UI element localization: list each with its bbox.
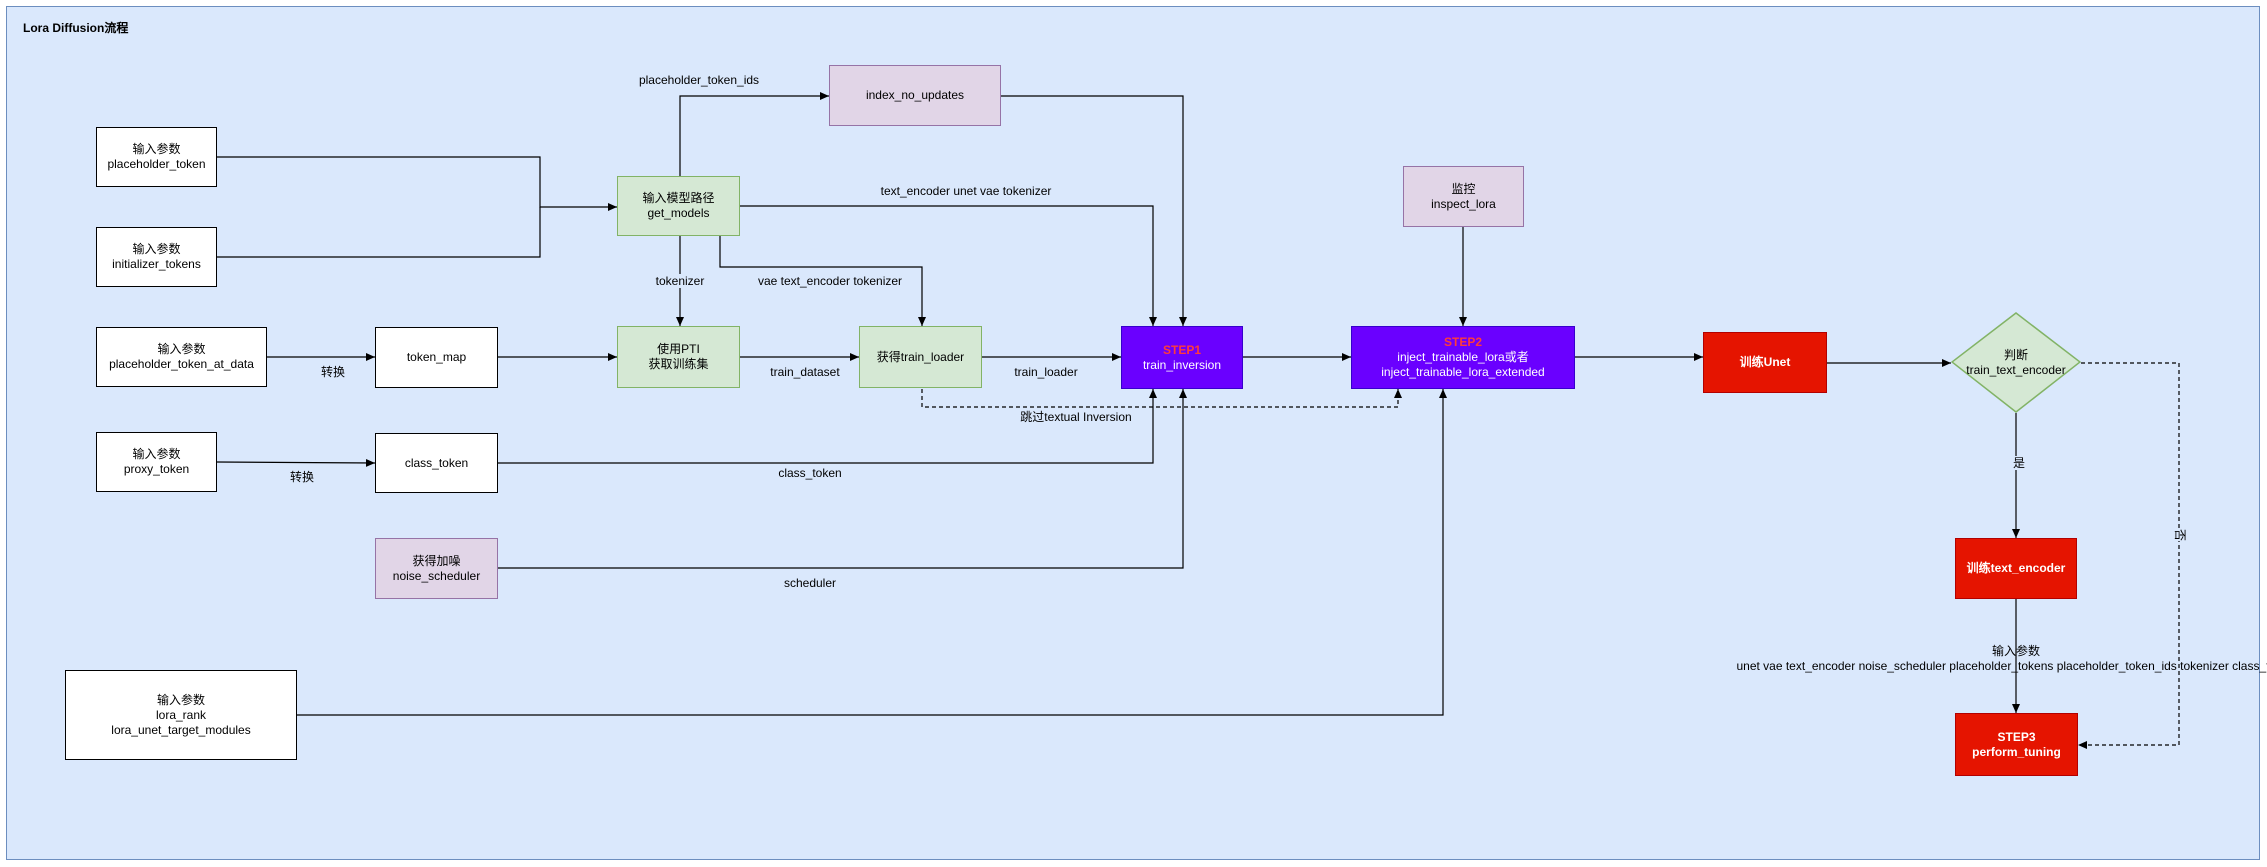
node-label: 输入参数 <box>132 142 181 156</box>
edge-label-skip-textual-inversion: 跳过textual Inversion <box>1020 410 1132 424</box>
node-label: lora_rank <box>155 707 207 722</box>
node-label: index_no_updates <box>865 88 965 102</box>
edge-get-models-to-index-no-updates <box>679 92 829 176</box>
edge-label-step3-inputs: unet vae text_encoder noise_scheduler pl… <box>1736 659 2267 673</box>
train-unet-node: 训练Unet <box>1703 332 1827 393</box>
edge-skip-textual-inversion <box>921 389 1402 408</box>
input-placeholder-token-node: 输入参数 placeholder_token <box>96 127 217 187</box>
edge-label-tokenizer: tokenizer <box>655 274 705 288</box>
class-token-node: class_token <box>375 433 498 493</box>
node-label: train_text_encoder <box>1966 362 2066 377</box>
edge-label-vae-text-encoder: vae text_encoder tokenizer <box>757 274 903 288</box>
edge-judge-no <box>2078 362 2180 749</box>
step2-inject-lora-node: STEP2 inject_trainable_lora或者 inject_tra… <box>1351 326 1575 389</box>
inspect-lora-node: 监控 inspect_lora <box>1403 166 1524 227</box>
edge-placeholder-token-to-get-models <box>217 156 617 211</box>
node-label: placeholder_token <box>107 157 206 171</box>
edge-label-step3-input-title: 输入参数 <box>1991 644 2041 658</box>
edge-initializer-tokens-to-get-models <box>217 207 541 258</box>
judge-decision-shape <box>1951 312 2081 413</box>
input-placeholder-token-at-data-node: 输入参数 placeholder_token_at_data <box>96 327 267 387</box>
edge-noise-scheduler-to-step1 <box>498 389 1187 569</box>
step1-train-inversion-node: STEP1 train_inversion <box>1121 326 1243 389</box>
node-label: inspect_lora <box>1431 196 1496 211</box>
node-label: 获得train_loader <box>876 349 965 364</box>
step-tag: STEP2 <box>1443 335 1482 349</box>
node-label: 输入参数 <box>132 447 181 461</box>
node-label: lora_unet_target_modules <box>111 722 251 737</box>
judge-decision-node: 判断 train_text_encoder <box>1951 312 2081 413</box>
node-label: token_map <box>406 350 467 364</box>
edge-lora-to-step2 <box>297 389 1447 716</box>
step-tag: STEP1 <box>1162 342 1201 357</box>
input-lora-node: 输入参数 lora_rank lora_unet_target_modules <box>65 670 297 760</box>
node-label: noise_scheduler <box>392 568 481 583</box>
node-label: 判断 <box>2003 347 2028 362</box>
edge-label-scheduler: scheduler <box>783 576 837 590</box>
edge-label-no: 否 <box>2173 528 2187 542</box>
step3-perform-tuning-node: STEP3 perform_tuning <box>1955 713 2078 776</box>
index-no-updates-node: index_no_updates <box>829 65 1001 126</box>
train-text-encoder-node: 训练text_encoder <box>1955 538 2077 599</box>
node-label: 获取训练集 <box>648 357 709 371</box>
node-label: inject_trainable_lora_extended <box>1381 365 1545 379</box>
edge-class-token-to-step1 <box>498 389 1157 464</box>
node-label: 输入参数 <box>156 692 205 707</box>
get-train-loader-node: 获得train_loader <box>859 326 982 388</box>
edge-label-train-loader: train_loader <box>1014 365 1078 379</box>
node-label: 输入模型路径 <box>642 191 715 205</box>
get-models-node: 输入模型路径 get_models <box>617 176 740 236</box>
node-label: 输入参数 <box>132 242 181 256</box>
edge-proxy-token-to-class-token <box>216 458 376 467</box>
edge-label-train-dataset: train_dataset <box>770 365 840 379</box>
edge-label-class-token: class_token <box>778 466 842 480</box>
node-label: 训练text_encoder <box>1966 561 2066 575</box>
node-label: STEP3 <box>1997 729 2036 744</box>
node-label: 输入参数 <box>157 342 206 356</box>
edge-label-convert-2: 转换 <box>289 470 315 484</box>
edge-get-models-to-step1 <box>740 205 1157 326</box>
noise-scheduler-node: 获得加噪 noise_scheduler <box>375 538 498 599</box>
node-label: train_inversion <box>1142 357 1222 372</box>
edge-index-no-updates-to-step1 <box>1001 95 1187 326</box>
node-label: 获得加噪 <box>412 553 461 568</box>
input-proxy-token-node: 输入参数 proxy_token <box>96 432 217 492</box>
node-label: inject_trainable_lora或者 <box>1397 350 1529 364</box>
diagram-title: Lora Diffusion流程 <box>23 21 129 35</box>
token-map-node: token_map <box>375 327 498 388</box>
node-label: 训练Unet <box>1739 355 1791 369</box>
edge-label-text-encoder-unet: text_encoder unet vae tokenizer <box>880 184 1052 198</box>
node-label: perform_tuning <box>1972 744 2061 759</box>
input-initializer-tokens-node: 输入参数 initializer_tokens <box>96 227 217 287</box>
edge-label-convert-1: 转换 <box>320 365 346 379</box>
node-label: get_models <box>647 206 710 220</box>
node-label: initializer_tokens <box>112 257 201 271</box>
node-label: 监控 <box>1451 181 1476 196</box>
node-label: class_token <box>404 455 469 470</box>
node-label: proxy_token <box>123 462 190 476</box>
edge-label-yes: 是 <box>2012 456 2026 470</box>
node-label: 使用PTI <box>657 342 700 356</box>
edge-get-models-to-train-loader <box>719 236 926 326</box>
edge-label-placeholder-token-ids: placeholder_token_ids <box>638 73 760 87</box>
use-pti-node: 使用PTI 获取训练集 <box>617 326 740 388</box>
node-label: placeholder_token_at_data <box>109 357 254 371</box>
